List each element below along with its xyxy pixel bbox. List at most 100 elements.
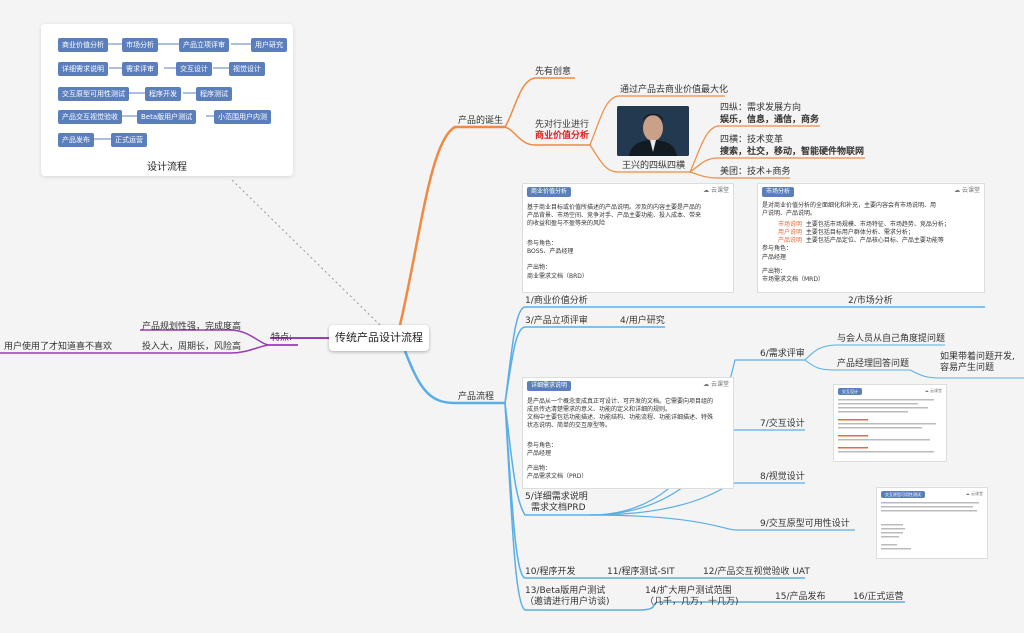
step-12[interactable]: 12/产品交互视觉验收 UAT [703,567,810,577]
step-14-note: （几千，几万，十几万) [645,597,739,608]
card-output: 市场需求文档（MRD） [762,275,824,283]
step-13[interactable]: 13/Beta版用户测试 （邀请进行用户访谈) [525,586,610,609]
card-logo-text: 云课堂 [971,491,983,496]
step-6-q[interactable]: 与会人员从自己角度提问题 [837,334,946,344]
card-text: 产品背景、市场空间、竞争对手、产品主要功能、投入成本、带来 [527,212,702,220]
card-logo: ☁ 云课堂 [954,187,980,195]
meituan-note[interactable]: 美团：技术+商务 [720,167,791,177]
horizontal-title[interactable]: 四横：技术变革 [720,135,784,145]
step-3[interactable]: 3/产品立项评审 [525,316,588,326]
portrait-photo [617,106,689,156]
features-label[interactable]: 特点: [271,333,293,343]
step-7[interactable]: 7/交互设计 [760,419,805,429]
card-line: 市场说明 主要包括市场规模、市场特征、市场趋势、竞品分析； [778,221,980,229]
step-8[interactable]: 8/视觉设计 [760,472,805,482]
birth-second-line2: 商业价值分析 [535,131,590,142]
card-logo: ☁ 云课堂 [703,187,729,195]
birth-second-line1: 先对行业进行 [535,120,590,130]
card-tag: 交互原型可用性测试 [881,491,925,499]
birth-first[interactable]: 先有创意 [535,67,572,77]
design-flow-diagram: 商业价值分析 市场分析 产品立项评审 用户研究 详细需求说明 需求评审 交互设计… [41,24,293,154]
feature-extra[interactable]: 用户使用了才知道喜不喜欢 [4,342,113,352]
card-output-label: 产出物： [527,464,552,472]
step-15[interactable]: 15/产品发布 [775,592,826,602]
card-interaction-design: 交互设计 ☁ 云课堂 [833,384,947,462]
feature-item[interactable]: 投入大，周期长，风险高 [142,342,242,352]
step-6[interactable]: 6/需求评审 [760,349,805,359]
flow-step: 市场分析 [122,38,158,52]
card-line-key: 产品说明 [778,237,803,245]
flow-step: 程序开发 [145,87,181,101]
step-6-note[interactable]: 如果带着问题开发, 容易产生问题 [940,352,1015,375]
step-14-title: 14/扩大用户测试范围 [645,586,732,596]
card-tag: 商业价值分析 [527,187,572,198]
card-market-analysis: 市场分析 ☁ 云课堂 是对商业价值分析的全面细化和补充，主要内容会有市场说明、用… [757,183,985,293]
step-1[interactable]: 1/商业价值分析 [525,296,588,306]
card-output-label: 产出物： [762,267,787,275]
card-line-value: 主要包括目标用户群体分析、需求分析； [805,229,914,237]
process-label[interactable]: 产品流程 [458,392,495,402]
step-2[interactable]: 2/市场分析 [848,296,893,306]
flow-step: 交互原型可用性测试 [58,87,129,101]
card-logo-text: 云课堂 [930,388,942,393]
flow-arrows [93,43,251,140]
step-13-title: 13/Beta版用户测试 [525,586,606,596]
card-text: 成员传达清楚需求的意义、功能的定义和详细的规则。 [527,406,672,414]
birth-second[interactable]: 先对行业进行 商业价值分析 [535,120,589,143]
flow-step: 视觉设计 [229,62,265,76]
cloud-icon: ☁ [965,491,970,496]
card-text: 文档中主要包括功能描述、功能结构、功能流程、功能详细描述、特殊 [527,414,714,422]
card-tag: 市场分析 [762,187,795,198]
step-10[interactable]: 10/程序开发 [525,567,576,577]
card-roles: 产品经理 [527,450,552,458]
flow-step: Beta版用户测试 [137,110,197,124]
vertical-title[interactable]: 四纵：需求发展方向 [720,103,802,113]
portrait-image [617,106,689,156]
card-text: 是产品从一个概念变成真正可设计、可开发的文档。它需要向项目组的 [527,398,714,405]
card-logo: ☁ 云课堂 [925,388,942,393]
card-text-lines [838,399,936,453]
flow-step: 程序测试 [196,87,232,101]
cloud-icon: ☁ [954,187,961,194]
card-line: 产品说明 主要包括产品定位、产品核心目标、产品主要功能等 [778,237,980,245]
step-16[interactable]: 16/正式运营 [853,592,904,602]
card-text: 户说明、产品说明。 [762,210,817,218]
card-line-value: 主要包括市场规模、市场特征、市场趋势、竞品分析； [805,221,950,229]
birth-goal[interactable]: 通过产品去商业价值最大化 [620,85,729,95]
card-line-key: 用户说明 [778,229,803,237]
step-4[interactable]: 4/用户研究 [620,316,665,326]
card-line: 用户说明 主要包括目标用户群体分析、需求分析； [778,229,980,237]
step-5[interactable]: 5/详细需求说明 需求文档PRD [525,492,588,515]
card-logo-text: 云课堂 [710,187,729,194]
vertical-items[interactable]: 娱乐，信息，通信，商务 [720,115,820,125]
card-output: 商业需求文档（BRD） [527,272,588,280]
step-6-a[interactable]: 产品经理回答问题 [837,359,910,369]
step-6-note-line1: 如果带着问题开发, [940,352,1015,362]
card-body: 是产品从一个概念变成真正可设计、可开发的文档。它需要向项目组的 成员传达清楚需求… [527,398,729,481]
card-roles-label: 参与角色： [762,245,793,253]
cloud-icon: ☁ [924,388,929,393]
card-prd: 详细需求说明 ☁ 云课堂 是产品从一个概念变成真正可设计、可开发的文档。它需要向… [522,377,734,489]
flow-step: 详细需求说明 [58,62,108,76]
design-flow-caption: 设计流程 [147,162,187,173]
step-14[interactable]: 14/扩大用户测试范围 （几千，几万，十几万) [645,586,739,609]
card-roles: 产品经理 [762,253,787,261]
card-output-label: 产出物： [527,264,552,272]
card-logo-text: 云课堂 [710,381,729,388]
horizontal-items[interactable]: 搜索，社交，移动，智能硬件物联网 [720,147,865,157]
birth-label[interactable]: 产品的诞生 [458,116,504,126]
card-body: 基于商业目标或价值所描述的产品说明。涉及的内容主要是产品的 产品背景、市场空间、… [527,204,729,281]
card-text-lines [881,502,979,550]
photo-caption[interactable]: 王兴的四纵四横 [622,161,686,171]
card-line-key: 市场说明 [778,221,803,229]
card-roles-label: 参与角色： [527,240,558,248]
step-9[interactable]: 9/交互原型可用性设计 [760,519,850,529]
cloud-icon: ☁ [703,381,710,388]
card-body: 是对商业价值分析的全面细化和补充，主要内容会有市场说明、用 户说明、产品说明。 … [762,202,980,284]
flow-step: 产品发布 [58,133,94,147]
step-11[interactable]: 11/程序测试-SIT [607,567,675,577]
feature-item[interactable]: 产品规划性强，完成度高 [142,322,242,332]
root-node[interactable]: 传统产品设计流程 [329,325,429,351]
card-tag: 交互设计 [838,388,862,396]
step-6-note-line2: 容易产生问题 [940,363,995,374]
